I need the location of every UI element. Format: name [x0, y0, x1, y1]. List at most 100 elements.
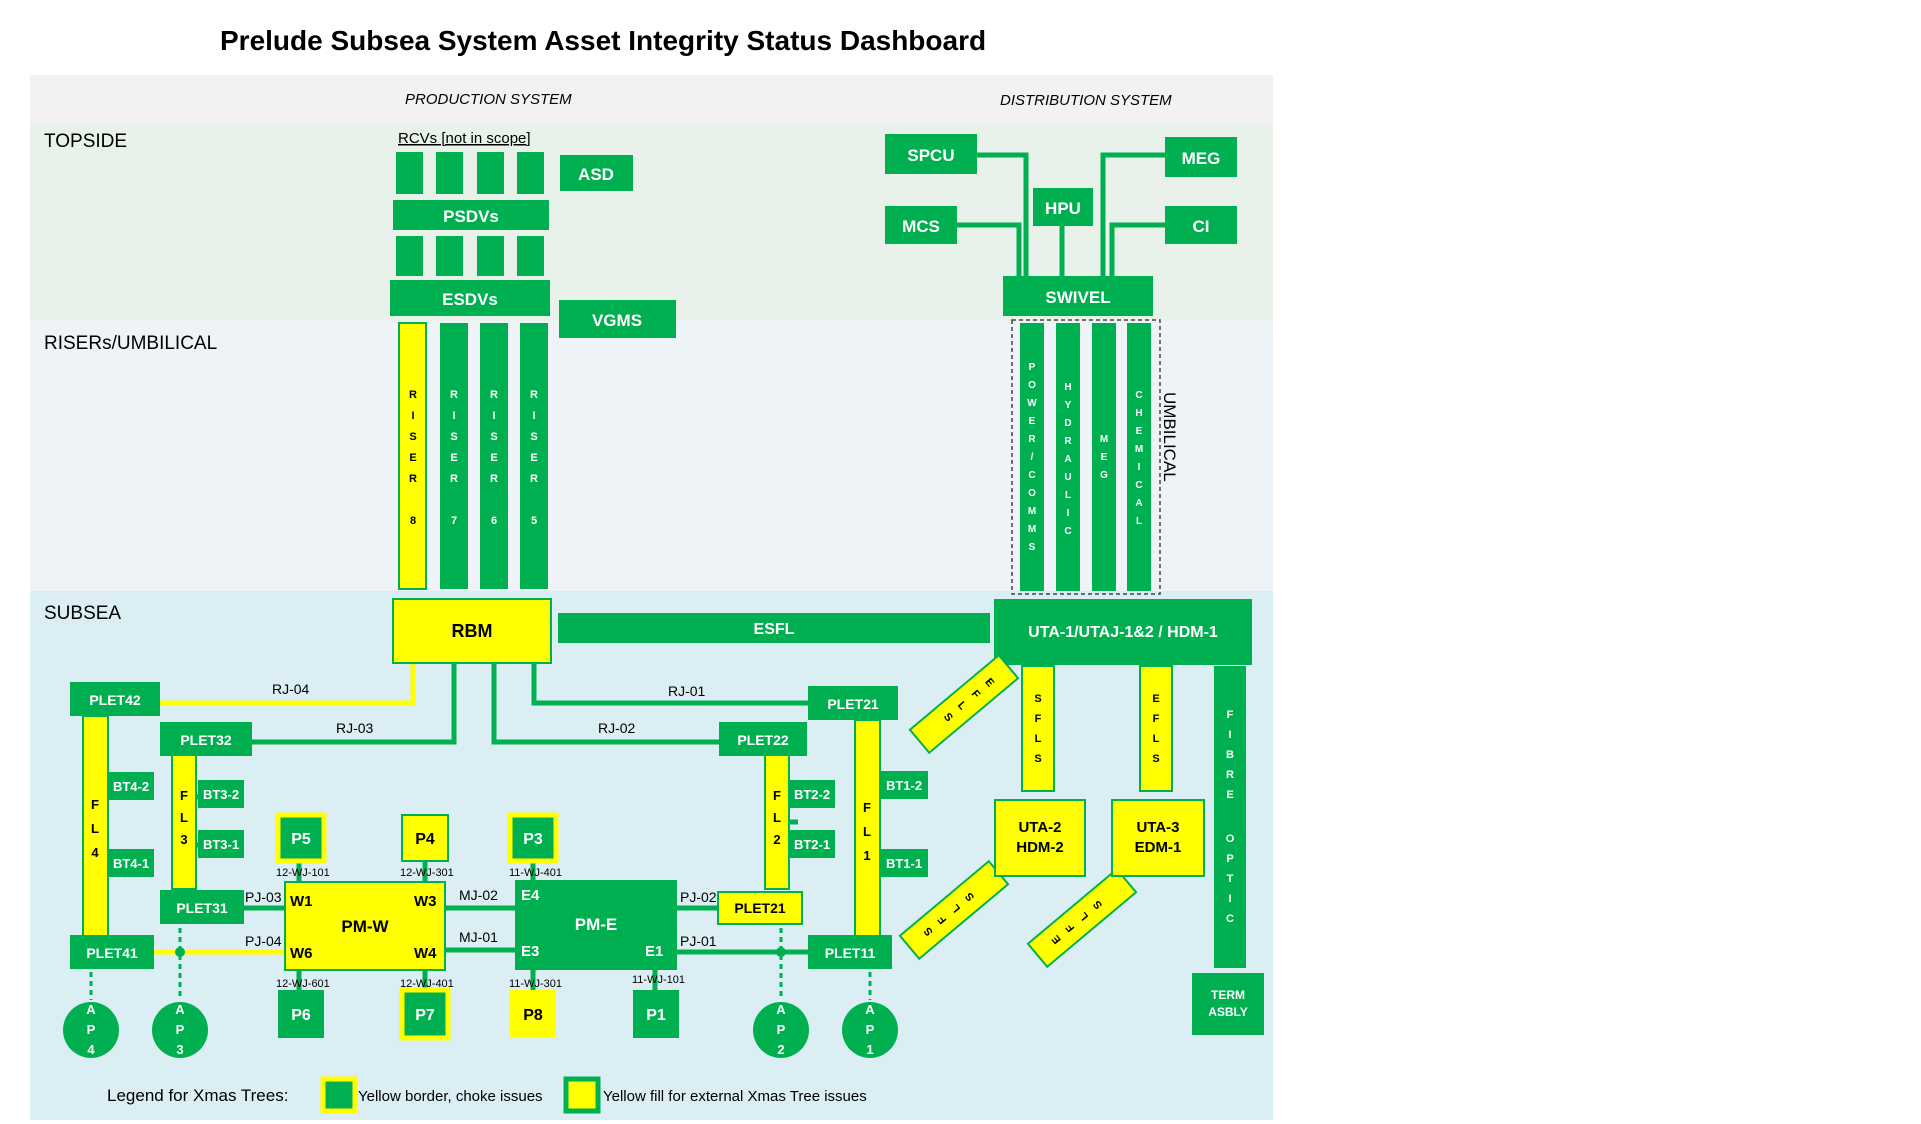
plet42[interactable]: PLET42 [70, 682, 160, 716]
subsea-label: SUBSEA [44, 603, 121, 624]
plet41-label: PLET41 [86, 945, 138, 961]
efls-diag-2[interactable]: EFLS [1026, 867, 1138, 969]
pm-e-manifold[interactable]: PM-E E4 E3 E1 [515, 880, 677, 970]
umbilical-outline [1011, 319, 1161, 595]
plet31-label: PLET31 [176, 900, 228, 916]
wj-12-301-label: 12-WJ-301 [400, 867, 454, 879]
rcv-valve[interactable] [436, 152, 463, 194]
well-p7[interactable]: P7 [399, 987, 451, 1041]
psdv-valve[interactable] [396, 236, 423, 276]
pj-04-label: PJ-04 [245, 933, 282, 949]
well-p4[interactable]: P4 [401, 814, 449, 862]
rcv-valve[interactable] [517, 152, 544, 194]
plet41[interactable]: PLET41 [70, 935, 154, 969]
psdv-valve[interactable] [477, 236, 504, 276]
esfl-label: ESFL [754, 621, 795, 638]
bt1-1[interactable]: BT1-1 [880, 849, 928, 877]
rj-01-label: RJ-01 [668, 683, 706, 699]
bt4-1[interactable]: BT4-1 [108, 849, 154, 877]
bt2-2[interactable]: BT2-2 [789, 780, 835, 808]
w3-label: W3 [414, 893, 437, 910]
legend-title: Legend for Xmas Trees: [107, 1086, 288, 1105]
rbm-box[interactable]: RBM [392, 598, 552, 664]
psdvs-box[interactable]: PSDVs [393, 200, 549, 230]
rcv-valve[interactable] [396, 152, 423, 194]
legend-fill-text: Yellow fill for external Xmas Tree issue… [603, 1088, 867, 1105]
well-p5[interactable]: P5 [275, 812, 327, 864]
ap3-junction [175, 947, 185, 957]
mcs-label: MCS [902, 217, 940, 236]
risers-label: RISERs/UMBILICAL [44, 333, 217, 354]
bt1-2[interactable]: BT1-2 [880, 771, 928, 799]
esdvs-box[interactable]: ESDVs [390, 280, 550, 316]
mcs-box[interactable]: MCS [885, 206, 957, 244]
term-asbly-box[interactable]: TERM ASBLY [1192, 973, 1264, 1035]
plet22[interactable]: PLET22 [719, 722, 807, 756]
hpu-box[interactable]: HPU [1033, 188, 1093, 226]
psdv-valve[interactable] [517, 236, 544, 276]
p4-label: P4 [415, 831, 435, 848]
p6-label: P6 [291, 1007, 311, 1024]
vgms-box[interactable]: VGMS [559, 300, 676, 338]
pm-w-manifold[interactable]: PM-W W1 W3 W6 W4 [284, 881, 446, 971]
meg-box[interactable]: MEG [1165, 137, 1237, 177]
w1-label: W1 [290, 893, 313, 910]
psdv-valve[interactable] [436, 236, 463, 276]
asd-box[interactable]: ASD [560, 155, 633, 191]
topside-label: TOPSIDE [44, 131, 127, 152]
ci-box[interactable]: CI [1165, 206, 1237, 244]
well-p1[interactable]: P1 [633, 990, 679, 1038]
bt2-1[interactable]: BT2-1 [789, 830, 835, 858]
mj-02-label: MJ-02 [459, 887, 498, 903]
rj-02-label: RJ-02 [598, 720, 636, 736]
uta-3-box[interactable]: UTA-3 EDM-1 [1111, 799, 1205, 877]
w6-label: W6 [290, 945, 313, 962]
plet31[interactable]: PLET31 [160, 890, 244, 924]
bt3-1[interactable]: BT3-1 [198, 830, 244, 858]
uta-1-box[interactable]: UTA-1/UTAJ-1&2 / HDM-1 [994, 599, 1252, 665]
wj-12-101-label: 12-WJ-101 [276, 867, 330, 879]
uta-3-line1: UTA-3 [1136, 819, 1179, 836]
plet32[interactable]: PLET32 [160, 722, 252, 756]
well-p8[interactable]: P8 [510, 990, 556, 1038]
esfl-box[interactable]: ESFL [558, 613, 990, 643]
rcv-valve[interactable] [477, 152, 504, 194]
well-p6[interactable]: P6 [278, 990, 324, 1038]
bt4-2[interactable]: BT4-2 [108, 772, 154, 800]
spcu-box[interactable]: SPCU [885, 134, 977, 174]
swivel-box[interactable]: SWIVEL [1003, 276, 1153, 316]
plet11[interactable]: PLET11 [808, 935, 892, 969]
plet21-mid[interactable]: PLET21 [717, 891, 803, 925]
w4-label: W4 [414, 945, 437, 962]
pm-w-label: PM-W [341, 917, 389, 936]
ci-label: CI [1193, 217, 1210, 236]
well-p3[interactable]: P3 [507, 812, 559, 864]
bt3-2[interactable]: BT3-2 [198, 780, 244, 808]
efls-diag-1[interactable]: EFLS [908, 653, 1020, 755]
uta-2-box[interactable]: UTA-2 HDM-2 [994, 799, 1086, 877]
plet21-top[interactable]: PLET21 [808, 686, 898, 720]
